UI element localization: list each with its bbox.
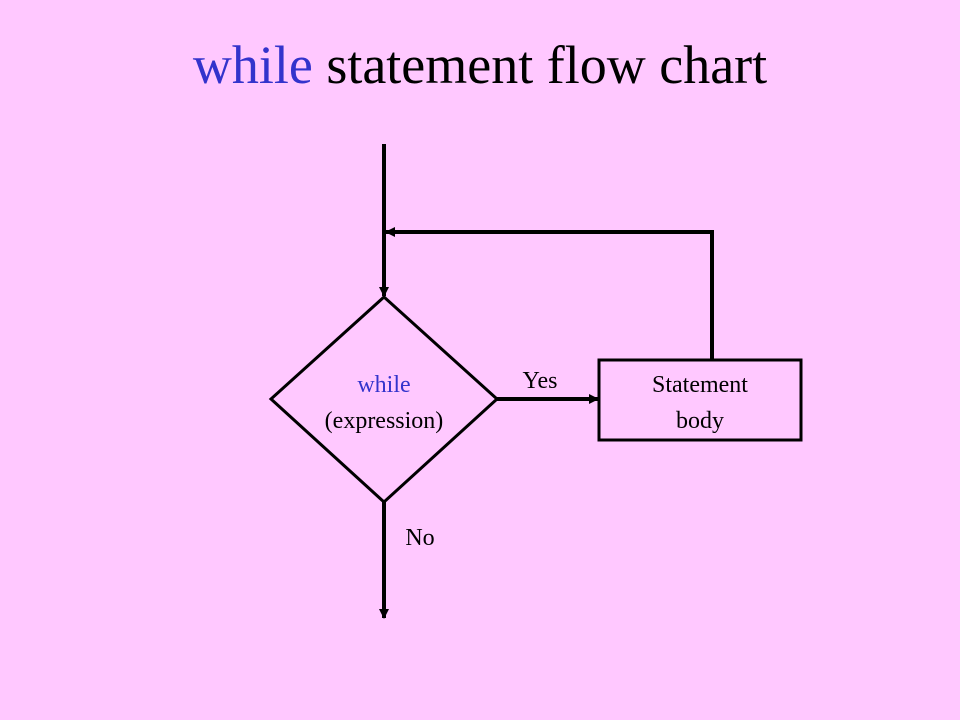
no-label: No (405, 525, 434, 551)
title-keyword: while (192, 35, 313, 95)
decision-diamond (268, 294, 500, 505)
statement-body-line2: body (676, 408, 724, 434)
decision-keyword: while (357, 372, 410, 398)
yes-label: Yes (523, 368, 558, 394)
statement-body-line1: Statement (652, 372, 748, 398)
decision-expression: (expression) (325, 408, 444, 434)
title-rest: statement flow chart (312, 35, 768, 95)
loop-back-arrow (385, 227, 714, 360)
slide-title: while statement flow chart (0, 30, 960, 100)
statement-body-box (597, 358, 803, 442)
